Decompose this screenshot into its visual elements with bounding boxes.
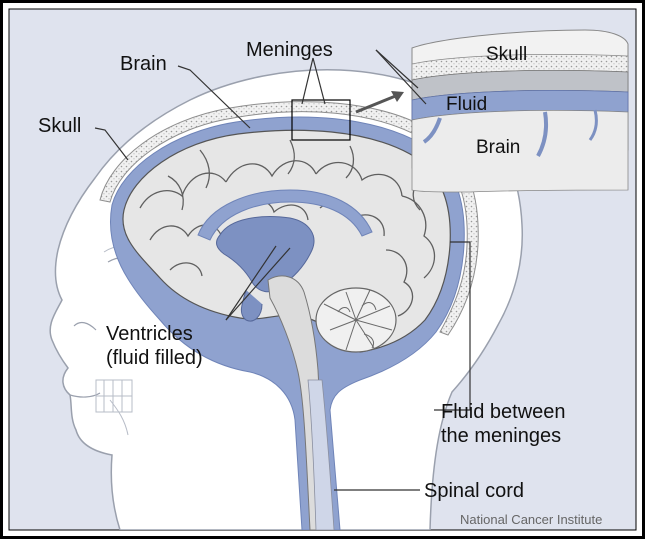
label-fluid-between-line2: the meninges xyxy=(441,425,561,447)
label-inset-brain: Brain xyxy=(476,137,520,158)
label-spinal-cord: Spinal cord xyxy=(424,480,524,502)
label-skull: Skull xyxy=(38,115,81,137)
label-meninges: Meninges xyxy=(246,39,333,61)
label-brain: Brain xyxy=(120,53,167,75)
label-inset-skull: Skull xyxy=(486,44,527,65)
label-ventricles-line1: Ventricles xyxy=(106,323,193,345)
label-fluid-between-line1: Fluid between xyxy=(441,401,566,423)
credit-text: National Cancer Institute xyxy=(460,512,602,527)
cerebellum xyxy=(316,288,396,352)
label-inset-fluid: Fluid xyxy=(446,94,487,115)
label-ventricles-line2: (fluid filled) xyxy=(106,347,203,369)
